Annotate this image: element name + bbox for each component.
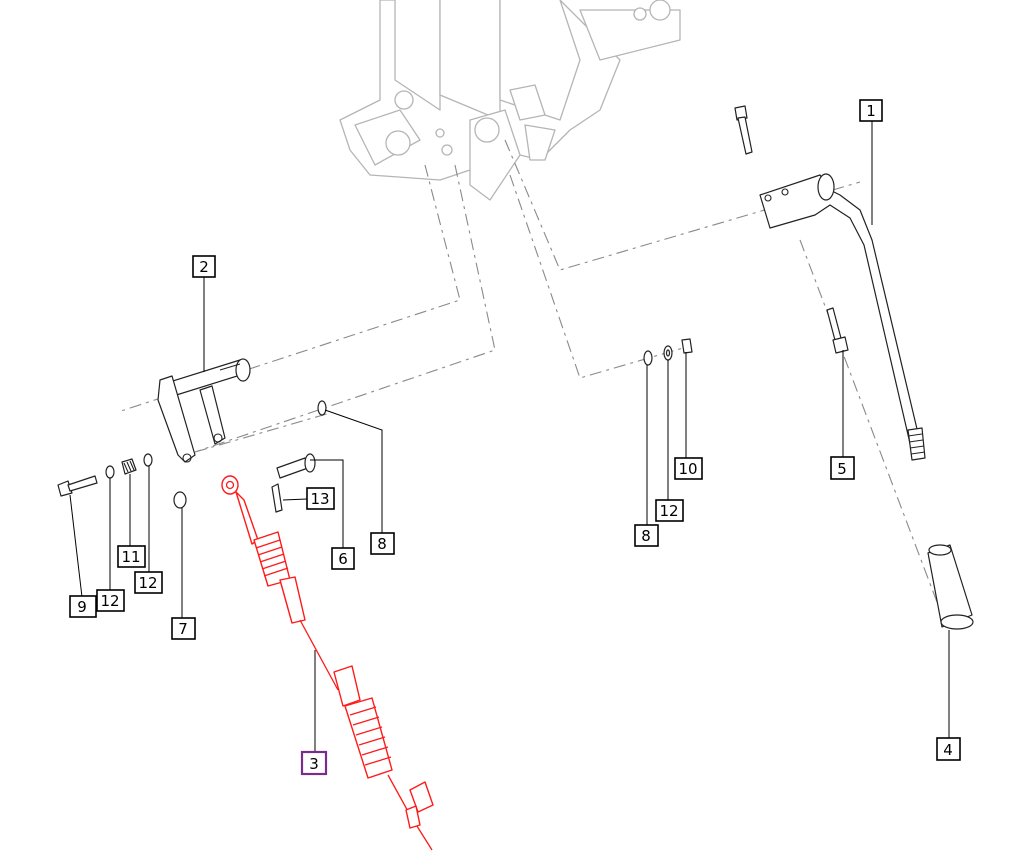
svg-text:7: 7 bbox=[178, 620, 188, 638]
callout-12-left[interactable]: 12 bbox=[96, 589, 125, 612]
svg-text:4: 4 bbox=[943, 741, 953, 759]
part-knob[interactable] bbox=[927, 544, 974, 630]
part-bracket[interactable] bbox=[157, 358, 251, 463]
callout-1[interactable]: 1 bbox=[859, 99, 883, 122]
callout-6[interactable]: 6 bbox=[331, 547, 355, 570]
callout-9[interactable]: 9 bbox=[69, 595, 97, 618]
background-assembly bbox=[339, 0, 681, 201]
svg-text:10: 10 bbox=[678, 460, 697, 478]
svg-text:12: 12 bbox=[138, 574, 157, 592]
callout-10[interactable]: 10 bbox=[674, 457, 703, 480]
callout-4[interactable]: 4 bbox=[936, 737, 961, 761]
svg-text:2: 2 bbox=[199, 258, 209, 276]
leader-lines bbox=[69, 120, 950, 752]
svg-text:8: 8 bbox=[641, 527, 651, 545]
part-top-bolt[interactable] bbox=[734, 105, 753, 155]
callout-3-selected[interactable]: 3 bbox=[300, 750, 328, 776]
part-pin[interactable] bbox=[271, 400, 327, 513]
part-shift-lever[interactable] bbox=[759, 173, 926, 461]
callout-5[interactable]: 5 bbox=[830, 456, 855, 480]
part-cable-highlighted[interactable] bbox=[221, 475, 434, 851]
part-left-bolt[interactable] bbox=[57, 453, 187, 509]
callout-12-mid[interactable]: 12 bbox=[134, 571, 163, 594]
svg-text:8: 8 bbox=[377, 535, 387, 553]
svg-text:11: 11 bbox=[121, 548, 140, 566]
part-washers-right[interactable] bbox=[643, 338, 693, 366]
callout-11[interactable]: 11 bbox=[117, 545, 146, 568]
callout-8-left[interactable]: 8 bbox=[370, 532, 395, 555]
svg-text:1: 1 bbox=[866, 102, 876, 120]
svg-text:12: 12 bbox=[659, 502, 678, 520]
callout-7[interactable]: 7 bbox=[171, 617, 196, 640]
callout-8-right[interactable]: 8 bbox=[634, 524, 659, 547]
svg-text:3: 3 bbox=[309, 755, 319, 773]
svg-text:6: 6 bbox=[338, 550, 348, 568]
callout-12-right[interactable]: 12 bbox=[655, 499, 684, 522]
part-bolt-5[interactable] bbox=[826, 307, 849, 354]
callout-2[interactable]: 2 bbox=[192, 255, 216, 278]
svg-text:9: 9 bbox=[77, 598, 87, 616]
callout-13[interactable]: 13 bbox=[306, 487, 335, 510]
svg-text:12: 12 bbox=[100, 592, 119, 610]
svg-text:5: 5 bbox=[837, 460, 847, 478]
svg-text:13: 13 bbox=[310, 490, 329, 508]
